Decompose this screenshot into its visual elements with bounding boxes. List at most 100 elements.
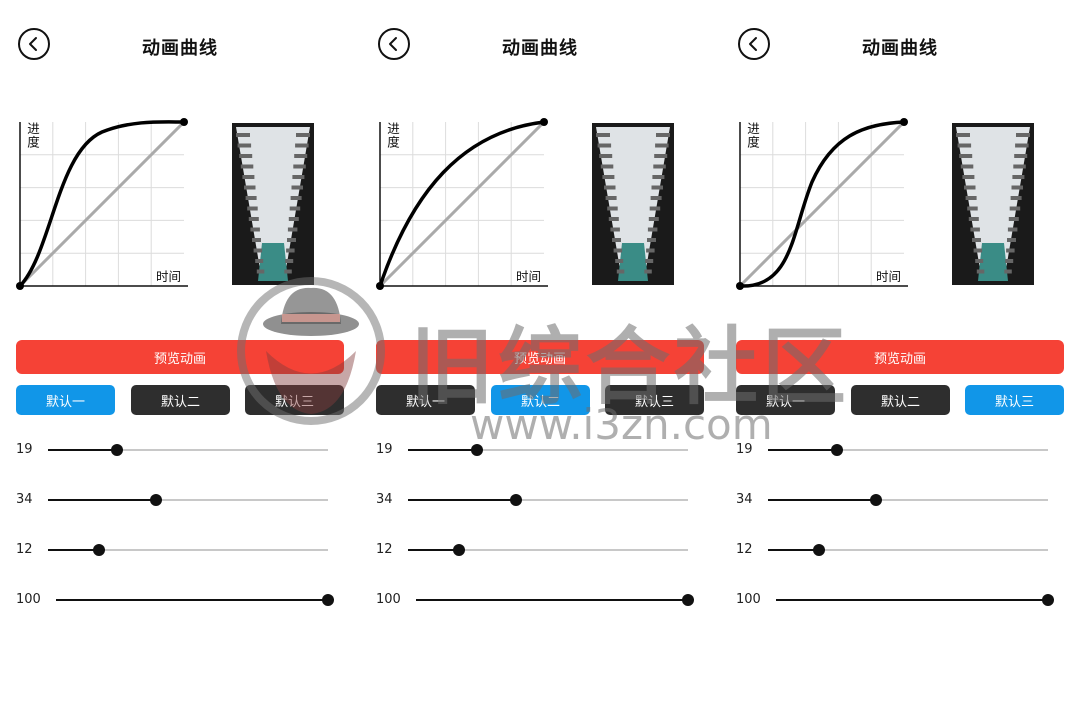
slider-row: 19 — [0, 440, 360, 460]
slider-fill — [48, 499, 157, 501]
slider-fill — [408, 499, 517, 501]
preset-default-1-button[interactable]: 默认一 — [736, 385, 835, 415]
slider-row: 100 — [360, 590, 720, 610]
linear-reference-line — [18, 120, 186, 288]
slider-fill — [48, 549, 100, 551]
slider-fill — [408, 449, 478, 451]
slider-track[interactable] — [408, 499, 688, 501]
curve-start-point — [736, 282, 744, 290]
preset-default-3-button[interactable]: 默认三 — [965, 385, 1064, 415]
slider-row: 19 — [720, 440, 1080, 460]
axis-x-label: 时间 — [156, 269, 182, 284]
axis-x-label: 时间 — [876, 269, 902, 284]
slider-value: 100 — [736, 592, 761, 607]
chevron-left-icon — [749, 37, 757, 51]
preset-default-2-button[interactable]: 默认二 — [131, 385, 230, 415]
animation-curve — [18, 120, 186, 288]
curve-start-point — [376, 282, 384, 290]
slider-thumb[interactable] — [510, 494, 523, 506]
slider-thumb[interactable] — [682, 594, 694, 606]
slider-track[interactable] — [408, 449, 688, 451]
page-title: 动画曲线 — [142, 38, 218, 59]
slider-thumb[interactable] — [111, 444, 124, 456]
slider-value: 34 — [736, 492, 753, 507]
slider-thumb[interactable] — [453, 544, 466, 556]
slider-value: 12 — [376, 542, 393, 557]
slider-value: 19 — [736, 442, 753, 457]
page-title: 动画曲线 — [862, 38, 938, 59]
preview-animation-button[interactable]: 预览动画 — [736, 340, 1064, 374]
slider-value: 12 — [16, 542, 33, 557]
slider-row: 12 — [360, 540, 720, 560]
building-photo-icon — [232, 123, 314, 285]
preset-default-1-button[interactable]: 默认一 — [376, 385, 475, 415]
slider-thumb[interactable] — [831, 444, 844, 456]
preview-image — [952, 123, 1034, 285]
slider-row: 34 — [720, 490, 1080, 510]
linear-reference-line — [738, 120, 906, 288]
slider-row: 12 — [0, 540, 360, 560]
slider-fill — [408, 549, 460, 551]
axis-y-label: 进度 — [745, 122, 760, 149]
preset-default-3-button[interactable]: 默认三 — [605, 385, 704, 415]
slider-value: 19 — [376, 442, 393, 457]
slider-thumb[interactable] — [322, 594, 334, 606]
preview-animation-button[interactable]: 预览动画 — [376, 340, 704, 374]
slider-track[interactable] — [408, 549, 688, 551]
slider-thumb[interactable] — [870, 494, 883, 506]
preview-image — [232, 123, 314, 285]
curve-end-point — [900, 118, 908, 126]
building-photo-icon — [952, 123, 1034, 285]
chevron-left-icon — [29, 37, 37, 51]
screen-1: 动画曲线 进度 时间 预览动画 默认一 默认二 默认三 19 34 12 100 — [0, 0, 360, 727]
preset-default-1-button[interactable]: 默认一 — [16, 385, 115, 415]
slider-thumb[interactable] — [1042, 594, 1054, 606]
preview-image — [592, 123, 674, 285]
linear-reference-line — [378, 120, 546, 288]
page-title: 动画曲线 — [502, 38, 578, 59]
curve-end-point — [180, 118, 188, 126]
axis-x-label: 时间 — [516, 269, 542, 284]
slider-row: 100 — [0, 590, 360, 610]
slider-row: 34 — [0, 490, 360, 510]
slider-fill — [768, 499, 877, 501]
slider-value: 100 — [16, 592, 41, 607]
slider-value: 34 — [376, 492, 393, 507]
slider-fill — [768, 549, 820, 551]
axis-y-label: 进度 — [25, 122, 40, 149]
slider-value: 19 — [16, 442, 33, 457]
screen-3: 动画曲线 进度 时间 预览动画 默认一 默认二 默认三 19 34 12 100 — [720, 0, 1080, 727]
slider-row: 12 — [720, 540, 1080, 560]
slider-thumb[interactable] — [471, 444, 484, 456]
slider-track[interactable] — [48, 449, 328, 451]
curve-start-point — [16, 282, 24, 290]
slider-track[interactable] — [768, 549, 1048, 551]
slider-fill — [416, 599, 688, 601]
back-button[interactable] — [738, 28, 770, 60]
back-button[interactable] — [378, 28, 410, 60]
building-photo-icon — [592, 123, 674, 285]
slider-thumb[interactable] — [150, 494, 163, 506]
preview-animation-button[interactable]: 预览动画 — [16, 340, 344, 374]
slider-fill — [768, 449, 838, 451]
slider-thumb[interactable] — [93, 544, 106, 556]
preset-default-2-button[interactable]: 默认二 — [491, 385, 590, 415]
slider-track[interactable] — [768, 499, 1048, 501]
curve-graph — [736, 118, 908, 290]
chevron-left-icon — [389, 37, 397, 51]
curve-graph — [16, 118, 188, 290]
slider-track[interactable] — [48, 549, 328, 551]
slider-track[interactable] — [48, 499, 328, 501]
slider-row: 34 — [360, 490, 720, 510]
animation-curve — [378, 120, 546, 288]
slider-row: 100 — [720, 590, 1080, 610]
slider-value: 12 — [736, 542, 753, 557]
slider-track[interactable] — [768, 449, 1048, 451]
slider-thumb[interactable] — [813, 544, 826, 556]
preset-default-3-button[interactable]: 默认三 — [245, 385, 344, 415]
back-button[interactable] — [18, 28, 50, 60]
slider-fill — [776, 599, 1048, 601]
preset-default-2-button[interactable]: 默认二 — [851, 385, 950, 415]
